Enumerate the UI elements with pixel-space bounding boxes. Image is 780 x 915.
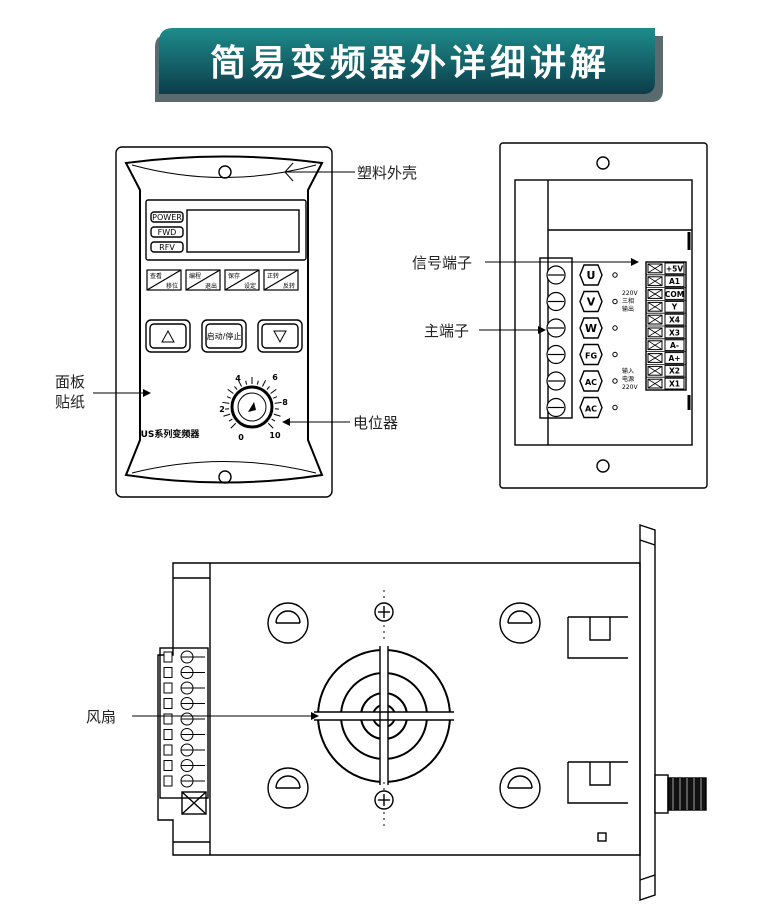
dial-pointer-icon — [248, 402, 256, 412]
page-title: 简易变频器外详细讲解 — [209, 43, 610, 84]
main-terminal-callout: 主端子 — [424, 322, 469, 340]
screw-bottom-icon — [374, 790, 394, 810]
indicator-fwd — [150, 226, 184, 238]
dial-tick-8: 8 — [282, 398, 288, 407]
rear-panel-outline — [499, 142, 708, 489]
output-note-2: 三相 — [622, 297, 634, 305]
input-note-3: 220V — [622, 384, 638, 391]
sticker-callout-line2: 贴纸 — [55, 393, 85, 411]
potentiometer[interactable] — [222, 377, 282, 429]
dial-tick-4: 4 — [235, 374, 241, 383]
screw-top-icon — [374, 602, 394, 622]
signal-callout: 信号端子 — [412, 254, 472, 272]
signal-terminal-label: A1 — [669, 277, 680, 286]
mount-hole-top — [218, 165, 232, 179]
main-terminal-label: W — [585, 322, 597, 335]
input-note-2: 电源 — [622, 375, 634, 383]
side-flange — [639, 524, 656, 901]
forward-reverse-bottom: 反转 — [283, 282, 295, 290]
down-arrow-icon — [273, 330, 287, 344]
signal-terminal-label: +5V — [666, 264, 684, 273]
mount-boss-top-right — [499, 602, 541, 644]
signal-terminal-label: A+ — [668, 354, 680, 363]
save-set-bottom: 设定 — [244, 282, 256, 290]
main-terminal-label: AC — [585, 405, 597, 414]
sticker-callout-line1: 面板 — [55, 373, 85, 391]
main-terminal-badge — [579, 396, 603, 419]
dial-tick-2: 2 — [219, 405, 225, 414]
shell-callout: 塑料外壳 — [357, 164, 417, 182]
mount-hole-bottom — [218, 470, 232, 484]
rear-mount-hole-bottom — [596, 459, 610, 473]
main-terminal-block — [539, 257, 573, 419]
signal-terminal-label: A- — [670, 341, 679, 350]
save-set-top: 保存 — [228, 272, 240, 280]
indicator-power-label: POWER — [152, 213, 182, 222]
dial-tick-0: 0 — [238, 433, 244, 442]
main-terminal-badge — [579, 343, 603, 366]
side-body-outline — [157, 562, 641, 856]
mount-boss-bottom-left — [267, 767, 309, 809]
indicator-power — [150, 211, 184, 223]
up-arrow-icon — [161, 329, 175, 343]
title-banner: 简易变频器外详细讲解 — [155, 28, 665, 102]
main-terminal-label: AC — [585, 378, 597, 387]
forward-reverse-top: 正转 — [267, 272, 279, 280]
program-exit-bottom: 退出 — [205, 282, 217, 290]
main-terminal-badge — [579, 317, 603, 339]
side-terminal-foot — [181, 791, 207, 815]
led-display — [186, 209, 300, 253]
view-shift-bottom: 移位 — [166, 282, 178, 290]
program-exit-top: 编程 — [189, 272, 201, 280]
side-view — [157, 524, 707, 901]
front-panel-view — [115, 146, 333, 498]
display-area — [145, 199, 307, 261]
side-terminal-strip — [159, 647, 209, 799]
signal-terminal-label: X1 — [669, 380, 680, 389]
mount-slot-top — [567, 616, 628, 659]
view-shift-top: 查看 — [150, 272, 162, 280]
signal-terminal-label: X2 — [669, 367, 680, 376]
plastic-shell — [124, 155, 324, 484]
title-banner-shape — [155, 28, 663, 102]
signal-terminal-label: COM — [665, 290, 684, 299]
rear-inner-frame — [514, 179, 693, 446]
signal-terminal-label: X3 — [669, 328, 680, 337]
indicator-rfv-label: RFV — [159, 243, 175, 252]
signal-terminal-label: Y — [671, 303, 678, 312]
output-note-3: 输出 — [622, 305, 634, 313]
fan-callout: 风扇 — [86, 708, 116, 726]
mount-slot-bottom — [567, 761, 628, 804]
front-panel-outline — [115, 146, 333, 498]
input-note-1: 输入 — [622, 367, 634, 375]
main-terminal-badge — [579, 264, 603, 286]
mount-boss-bottom-right — [499, 767, 541, 809]
main-terminal-label: U — [587, 269, 596, 282]
indicator-rfv — [150, 241, 184, 253]
main-terminal-label: FG — [585, 352, 597, 361]
dial-tick-10: 10 — [269, 431, 281, 440]
mount-boss-top-left — [267, 602, 309, 644]
model-label: US系列变频器 — [141, 428, 201, 440]
start-stop-label: 启动/停止 — [207, 331, 242, 341]
rear-panel-view — [499, 142, 708, 489]
main-terminal-label: V — [587, 296, 596, 309]
main-terminal-badge — [579, 290, 603, 313]
indicator-fwd-label: FWD — [158, 228, 177, 237]
signal-terminal-label: X4 — [669, 316, 680, 325]
main-terminal-badge — [579, 370, 603, 392]
output-note-1: 220V — [622, 290, 638, 297]
dial-tick-6: 6 — [272, 373, 278, 382]
rear-mount-hole-top — [596, 156, 610, 170]
potentiometer-callout: 电位器 — [353, 414, 398, 432]
